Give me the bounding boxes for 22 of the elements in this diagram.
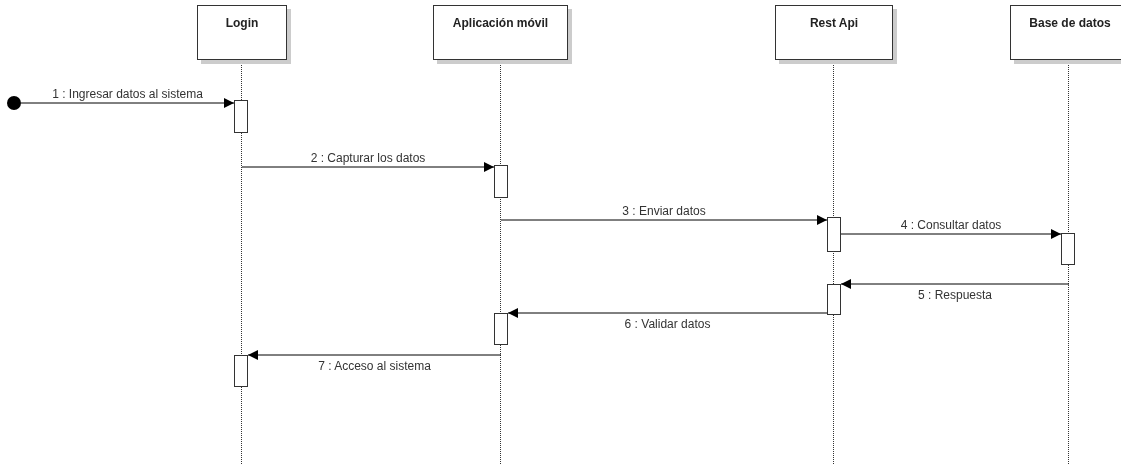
activation-bar [234, 100, 248, 133]
message-arrow [500, 215, 828, 225]
message-arrow [20, 98, 235, 108]
activation-bar [827, 217, 841, 252]
message-label: 4 : Consultar datos [898, 218, 1004, 232]
message-label: 6 : Validar datos [622, 317, 713, 331]
message-arrow [507, 308, 828, 318]
activation-bar [234, 355, 248, 387]
message-label: 3 : Enviar datos [620, 204, 708, 218]
message-arrow [247, 350, 502, 360]
message-arrow [840, 229, 1062, 239]
activation-bar [1061, 233, 1075, 265]
message-label: 7 : Acceso al sistema [316, 359, 433, 373]
message-label: 2 : Capturar los datos [308, 151, 428, 165]
activation-bar [494, 165, 508, 198]
activation-bar [827, 284, 841, 315]
message-label: 5 : Respuesta [916, 288, 994, 302]
message-label: 1 : Ingresar datos al sistema [50, 87, 205, 101]
message-arrow [840, 279, 1070, 289]
start-dot [7, 96, 21, 110]
activation-bar [494, 313, 508, 345]
message-arrow [241, 162, 495, 172]
